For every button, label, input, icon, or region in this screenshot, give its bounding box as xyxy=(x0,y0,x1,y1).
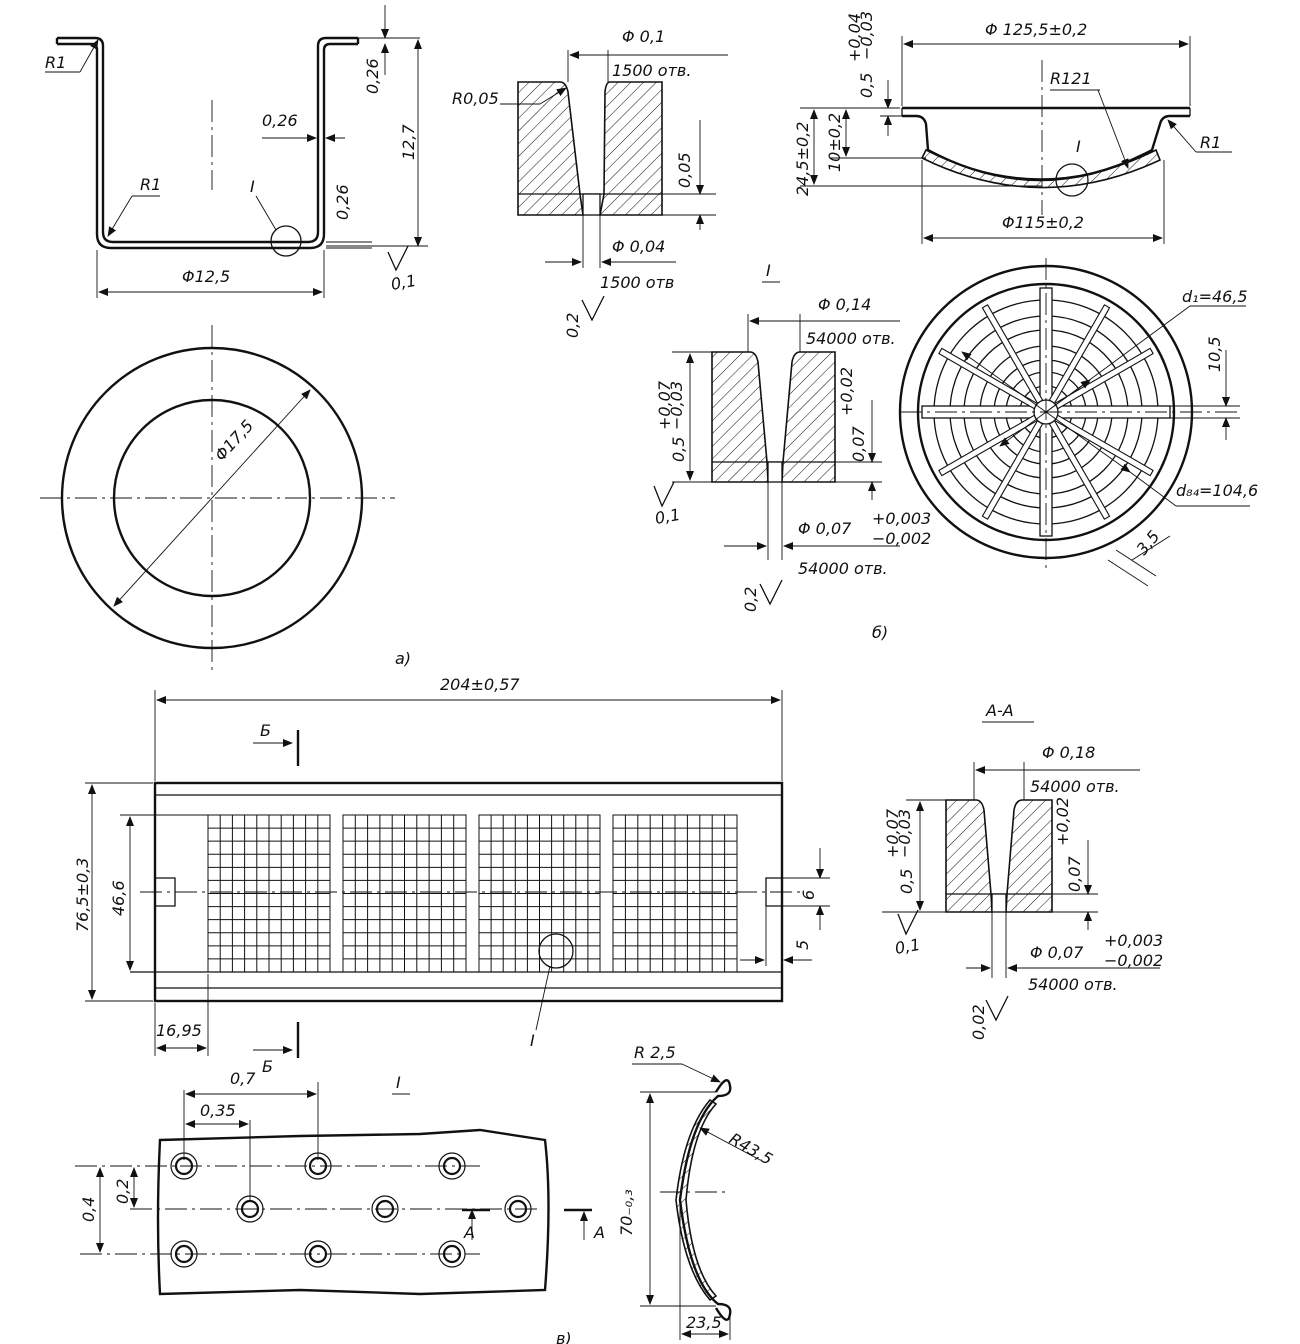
c-roughness: 0,1 xyxy=(893,935,921,958)
view-b-detail: I Φ 0,14 54000 отв. 0,5 +0,07 −0,03 0,07… xyxy=(653,261,931,642)
c-plate-tol-up: +0,07 xyxy=(883,808,902,858)
b-detail-title: I xyxy=(766,261,771,280)
a-detail-mark: I xyxy=(250,177,255,196)
b-roughness: 0,1 xyxy=(653,505,681,528)
b-plate-tol-dn: −0,03 xyxy=(667,381,686,430)
b-d84: d₈₄=104,6 xyxy=(1176,481,1258,500)
c-detail-title: I xyxy=(396,1073,401,1092)
b-detail-mark: I xyxy=(1076,137,1081,156)
a-wall-thickness: 0,26 xyxy=(262,111,298,130)
a-bottom-thickness: 0,26 xyxy=(333,184,352,220)
c-notch-depth: 5 xyxy=(793,940,812,950)
c-hole-grid xyxy=(207,814,738,973)
view-c-section-aa: А-А Φ 0,18 54000 отв. 0,5 +0,07 −0,03 0,… xyxy=(882,701,1163,1040)
c-row-pitch: 0,4 xyxy=(79,1197,98,1222)
detail-hole xyxy=(371,1195,399,1223)
b-thickness-dn: −0,03 xyxy=(857,11,876,60)
c-hole-bottom-tol-dn: −0,002 xyxy=(1104,951,1163,970)
a-hole-depth: 0,05 xyxy=(675,152,694,188)
c-hole-count: 54000 отв. xyxy=(1030,777,1120,796)
view-c-profile: R 2,5 R43,5 70₋₀,₃ 23,5 в) xyxy=(556,1043,776,1344)
c-r-small: R 2,5 xyxy=(634,1043,676,1062)
a-height: 12,7 xyxy=(399,124,418,160)
b-label: б) xyxy=(872,623,888,642)
view-b-plan: d₁=46,5 d₈₄=104,6 10,5 3,5 xyxy=(898,258,1258,587)
b-plate-tol-up: +0,07 xyxy=(655,380,674,430)
b-rib-gap: 10,5 xyxy=(1205,336,1224,372)
b-r-edge: R1 xyxy=(1200,133,1221,152)
b-hole-bottom-tol-up: +0,003 xyxy=(872,509,931,528)
a-diameter: Φ12,5 xyxy=(182,267,230,286)
b-d1: d₁=46,5 xyxy=(1182,287,1248,306)
c-section-mark: Б xyxy=(260,721,271,740)
c-section-title: А-А xyxy=(985,701,1014,720)
a-hole-bottom-count: 1500 отв xyxy=(600,273,674,292)
c-section-mark-bottom: Б xyxy=(262,1057,273,1076)
b-hole-count: 54000 отв. xyxy=(806,329,896,348)
b-plate-thickness: 0,5 xyxy=(669,437,688,462)
view-a-plan: Φ17,5 а) xyxy=(40,325,411,670)
view-a-cup-section: R1 R1 0,26 0,26 0,26 12,7 I 0,1 Φ12,5 xyxy=(45,5,428,298)
b-thickness: 0,5 xyxy=(857,73,876,98)
c-plate-thickness: 0,5 xyxy=(897,869,916,894)
c-hole-roughness: 0,02 xyxy=(969,1004,988,1040)
a-hole-top: Φ 0,1 xyxy=(622,27,665,46)
c-hole-bottom-tol-up: +0,003 xyxy=(1104,931,1163,950)
c-profile-height: 70₋₀,₃ xyxy=(617,1189,636,1236)
a-hole-top-count: 1500 отв. xyxy=(612,61,691,80)
b-hole-bottom-tol-dn: −0,002 xyxy=(872,529,931,548)
a-outer-diameter: Φ17,5 xyxy=(211,416,257,465)
c-length: 204±0,57 xyxy=(440,675,520,694)
b-bottom-diameter: Φ115±0,2 xyxy=(1002,213,1084,232)
c-notch: 6 xyxy=(799,890,818,900)
c-edge-offset: 16,95 xyxy=(156,1021,202,1040)
view-c-detail-i: I 0,7 0,35 0,4 0,2 А А xyxy=(75,1069,605,1296)
a-hole-radius: R0,05 xyxy=(452,89,499,108)
c-hole-bottom-count: 54000 отв. xyxy=(1028,975,1118,994)
view-c-plate: I 204±0,57 Б Б 76,5±0,3 46,6 6 5 xyxy=(73,675,830,1076)
b-hole-top: Φ 0,14 xyxy=(818,295,871,314)
c-pitch: 0,7 xyxy=(230,1069,256,1088)
a-r-top: R1 xyxy=(45,53,66,72)
a-flange-thickness: 0,26 xyxy=(363,58,382,94)
a-hole-bottom: Φ 0,04 xyxy=(612,237,665,256)
c-hole-depth: 0,07 xyxy=(1065,856,1084,892)
c-profile-depth: 23,5 xyxy=(686,1313,722,1332)
c-section-a2: А xyxy=(593,1223,605,1242)
b-rib-width: 3,5 xyxy=(1133,527,1164,559)
b-depth: 10±0,2 xyxy=(825,113,844,172)
c-plate-tol-dn: −0,03 xyxy=(895,809,914,858)
b-total-height: 24,5±0,2 xyxy=(793,122,812,196)
c-section-a: А xyxy=(463,1223,475,1242)
c-detail-mark: I xyxy=(530,1031,535,1050)
a-roughness: 0,1 xyxy=(389,271,417,294)
c-half-pitch: 0,35 xyxy=(200,1101,236,1120)
a-hole-roughness: 0,2 xyxy=(563,313,582,338)
b-hole-roughness: 0,2 xyxy=(741,587,760,612)
c-hole-top: Φ 0,18 xyxy=(1042,743,1095,762)
b-hole-depth: 0,07 xyxy=(849,426,868,462)
b-hole-depth-tol: +0,02 xyxy=(837,367,856,416)
b-top-diameter: Φ 125,5±0,2 xyxy=(985,20,1087,39)
c-hole-bottom: Φ 0,07 xyxy=(1030,943,1084,962)
view-a-hole-section: Φ 0,1 1500 отв. R0,05 0,05 Φ 0,04 1500 о… xyxy=(452,27,728,338)
c-width: 76,5±0,3 xyxy=(73,858,92,932)
b-thickness-up: +0,04 xyxy=(845,13,864,62)
a-r-bottom: R1 xyxy=(140,175,161,194)
b-hole-bottom-count: 54000 отв. xyxy=(798,559,888,578)
c-row-half: 0,2 xyxy=(113,1179,132,1204)
c-inner-width: 46,6 xyxy=(109,880,128,916)
view-b-bowl-section: Φ 125,5±0,2 0,5 +0,04 −0,03 R121 R1 24,5… xyxy=(793,11,1232,244)
c-hole-depth-tol: +0,02 xyxy=(1053,797,1072,846)
b-hole-bottom: Φ 0,07 xyxy=(798,519,852,538)
b-radius: R121 xyxy=(1050,69,1092,88)
a-label: а) xyxy=(395,649,411,668)
c-r-large: R43,5 xyxy=(726,1129,776,1169)
c-label: в) xyxy=(556,1329,572,1344)
